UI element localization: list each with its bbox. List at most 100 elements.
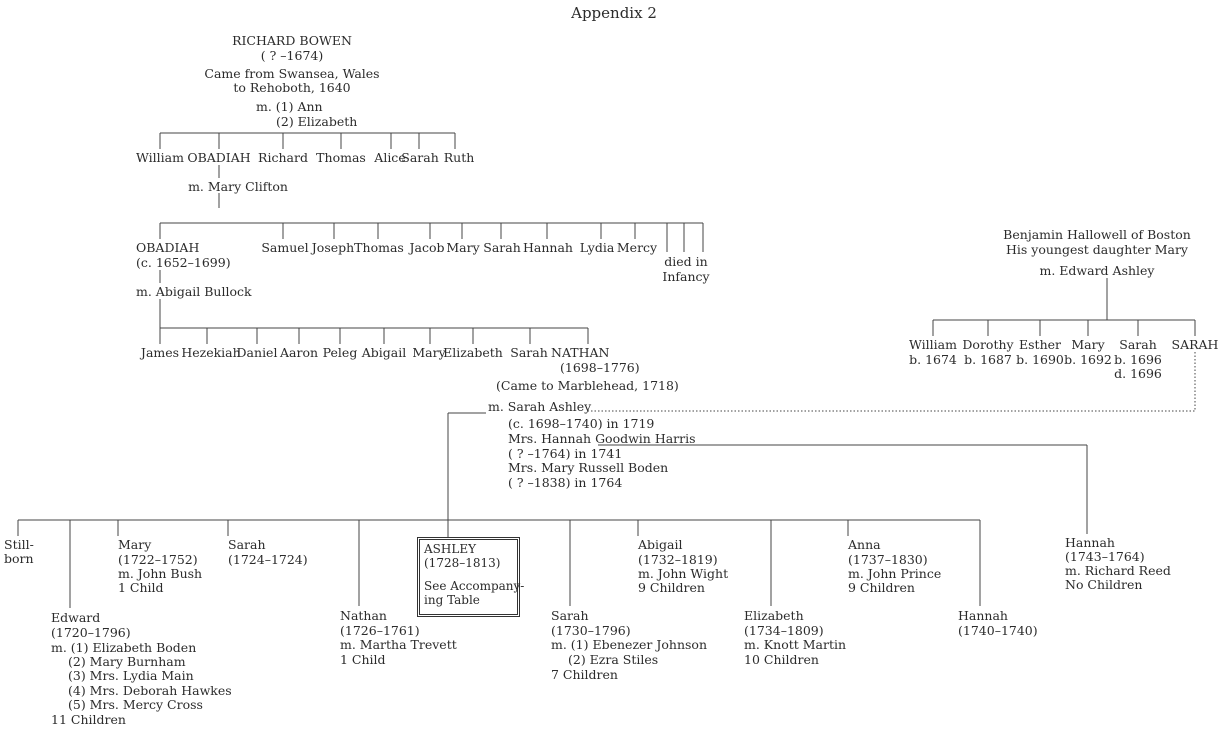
edward-marriage-3: (3) Mrs. Lydia Main bbox=[68, 668, 194, 683]
edward-name: Edward bbox=[51, 610, 101, 625]
elizabeth-marriage: m. Knott Martin bbox=[744, 637, 847, 652]
nathan-jr-children: 1 Child bbox=[340, 652, 386, 667]
edward-marriage-1: m. (1) Elizabeth Boden bbox=[51, 640, 197, 655]
abigail-dates: (1732–1819) bbox=[638, 552, 718, 567]
ashley-child-name: Dorothy bbox=[962, 337, 1014, 352]
gen3-child: Elizabeth bbox=[443, 345, 503, 360]
mary-children: 1 Child bbox=[118, 580, 164, 595]
hannah1-name: Hannah bbox=[958, 608, 1008, 623]
gen2-child: Joseph bbox=[311, 240, 355, 255]
gen2-child: Lydia bbox=[579, 240, 615, 255]
hannah2-name: Hannah bbox=[1065, 535, 1115, 550]
nathan-marriage-1-dates: (c. 1698–1740) in 1719 bbox=[508, 416, 655, 431]
hallowell-line-1: Benjamin Hallowell of Boston bbox=[1003, 227, 1191, 242]
gen1-child: Thomas bbox=[316, 150, 366, 165]
hallowell-line-2: His youngest daughter Mary bbox=[1005, 242, 1189, 257]
nathan-marriage-3-dates: ( ? –1838) in 1764 bbox=[508, 475, 623, 490]
ashley-name: ASHLEY bbox=[424, 542, 477, 556]
ashley-child-birth: b. 1687 bbox=[964, 352, 1012, 367]
gen2-child: Sarah bbox=[483, 240, 521, 255]
nathan-jr-name: Nathan bbox=[340, 608, 387, 623]
abigail-name: Abigail bbox=[638, 537, 683, 552]
gen2-child: Hannah bbox=[523, 240, 573, 255]
root-dates: ( ? –1674) bbox=[260, 48, 324, 63]
sarah1-name: Sarah bbox=[228, 537, 266, 552]
gen2-child: Jacob bbox=[409, 240, 445, 255]
root-name: RICHARD BOWEN bbox=[232, 33, 352, 48]
ashley-note-2: ing Table bbox=[424, 593, 480, 607]
anna-marriage: m. John Prince bbox=[848, 566, 942, 581]
hannah1-dates: (1740–1740) bbox=[958, 623, 1038, 638]
gen1-child: William bbox=[136, 150, 184, 165]
elizabeth-dates: (1734–1809) bbox=[744, 623, 824, 638]
obadiah-marriage: m. Mary Clifton bbox=[188, 179, 288, 194]
ashley-child-birth: b. 1692 bbox=[1064, 352, 1112, 367]
obadiah2-name: OBADIAH bbox=[136, 240, 200, 255]
died-in-infancy-1: died in bbox=[664, 254, 708, 269]
ashley-child-name: Esther bbox=[1019, 337, 1061, 352]
sarah-ashley-name: SARAH bbox=[1171, 337, 1219, 352]
ashley-child-name: Sarah bbox=[1119, 337, 1157, 352]
nathan-note: (Came to Marblehead, 1718) bbox=[496, 378, 679, 393]
obadiah2-marriage: m. Abigail Bullock bbox=[136, 284, 252, 299]
edward-children: 11 Children bbox=[51, 712, 126, 727]
obadiah2-dates: (c. 1652–1699) bbox=[136, 255, 231, 270]
nathan-marriage-2: Mrs. Hannah Goodwin Harris bbox=[508, 431, 696, 446]
gen3-child: Mary bbox=[412, 345, 446, 360]
edward-marriage-4: (4) Mrs. Deborah Hawkes bbox=[68, 683, 232, 698]
gen2-child: Samuel bbox=[261, 240, 309, 255]
sarah2-dates: (1730–1796) bbox=[551, 623, 631, 638]
abigail-children: 9 Children bbox=[638, 580, 705, 595]
root-marriage-2: (2) Elizabeth bbox=[276, 114, 358, 129]
hallowell-marriage: m. Edward Ashley bbox=[1039, 263, 1155, 278]
nathan-marriage-1: m. Sarah Ashley bbox=[488, 399, 592, 414]
nathan-marriage-3: Mrs. Mary Russell Boden bbox=[508, 460, 669, 475]
sarah2-name: Sarah bbox=[551, 608, 589, 623]
sarah1-dates: (1724–1724) bbox=[228, 552, 308, 567]
died-in-infancy-2: Infancy bbox=[662, 269, 710, 284]
ashley-box: ASHLEY (1728–1813) See Accompany- ing Ta… bbox=[417, 537, 525, 617]
gen1-child: Alice bbox=[374, 150, 406, 165]
anna-name: Anna bbox=[848, 537, 881, 552]
gen3-child: James bbox=[140, 345, 180, 360]
sarah2-marriage-1: m. (1) Ebenezer Johnson bbox=[551, 637, 708, 652]
hannah2-marriage: m. Richard Reed bbox=[1065, 563, 1171, 578]
ashley-note-1: See Accompany- bbox=[424, 579, 525, 593]
edward-marriage-2: (2) Mary Burnham bbox=[68, 654, 186, 669]
anna-children: 9 Children bbox=[848, 580, 915, 595]
ashley-child-name: Mary bbox=[1071, 337, 1105, 352]
page-title: Appendix 2 bbox=[571, 4, 657, 22]
hannah2-dates: (1743–1764) bbox=[1065, 549, 1145, 564]
root-note-1: Came from Swansea, Wales bbox=[204, 66, 380, 81]
stillborn-2: born bbox=[4, 551, 34, 566]
mary-marriage: m. John Bush bbox=[118, 566, 203, 581]
abigail-marriage: m. John Wight bbox=[638, 566, 729, 581]
anna-dates: (1737–1830) bbox=[848, 552, 928, 567]
nathan-dates: (1698–1776) bbox=[560, 360, 640, 375]
ashley-child-birth: b. 1690 bbox=[1016, 352, 1064, 367]
mary-name: Mary bbox=[118, 537, 152, 552]
gen3-child: Daniel bbox=[236, 345, 278, 360]
hannah2-children: No Children bbox=[1065, 577, 1143, 592]
elizabeth-name: Elizabeth bbox=[744, 608, 804, 623]
gen1-child: Ruth bbox=[443, 150, 475, 165]
root-marriage-1: m. (1) Ann bbox=[256, 99, 323, 114]
mary-dates: (1722–1752) bbox=[118, 552, 198, 567]
gen1-child: Sarah bbox=[401, 150, 439, 165]
gen2-child: Thomas bbox=[354, 240, 404, 255]
nathan-jr-dates: (1726–1761) bbox=[340, 623, 420, 638]
edward-marriage-5: (5) Mrs. Mercy Cross bbox=[68, 697, 203, 712]
edward-dates: (1720–1796) bbox=[51, 625, 131, 640]
ashley-child-death: d. 1696 bbox=[1114, 366, 1162, 381]
gen3-child: Aaron bbox=[279, 345, 319, 360]
sarah2-children: 7 Children bbox=[551, 667, 618, 682]
gen2-child: Mercy bbox=[616, 240, 658, 255]
ashley-child-birth: b. 1674 bbox=[909, 352, 957, 367]
gen3-child: Abigail bbox=[361, 345, 407, 360]
gen2-child: Mary bbox=[446, 240, 480, 255]
gen1-child: Richard bbox=[258, 150, 308, 165]
ashley-child-birth: b. 1696 bbox=[1114, 352, 1162, 367]
ashley-dates: (1728–1813) bbox=[424, 556, 501, 570]
stillborn-1: Still- bbox=[4, 537, 34, 552]
